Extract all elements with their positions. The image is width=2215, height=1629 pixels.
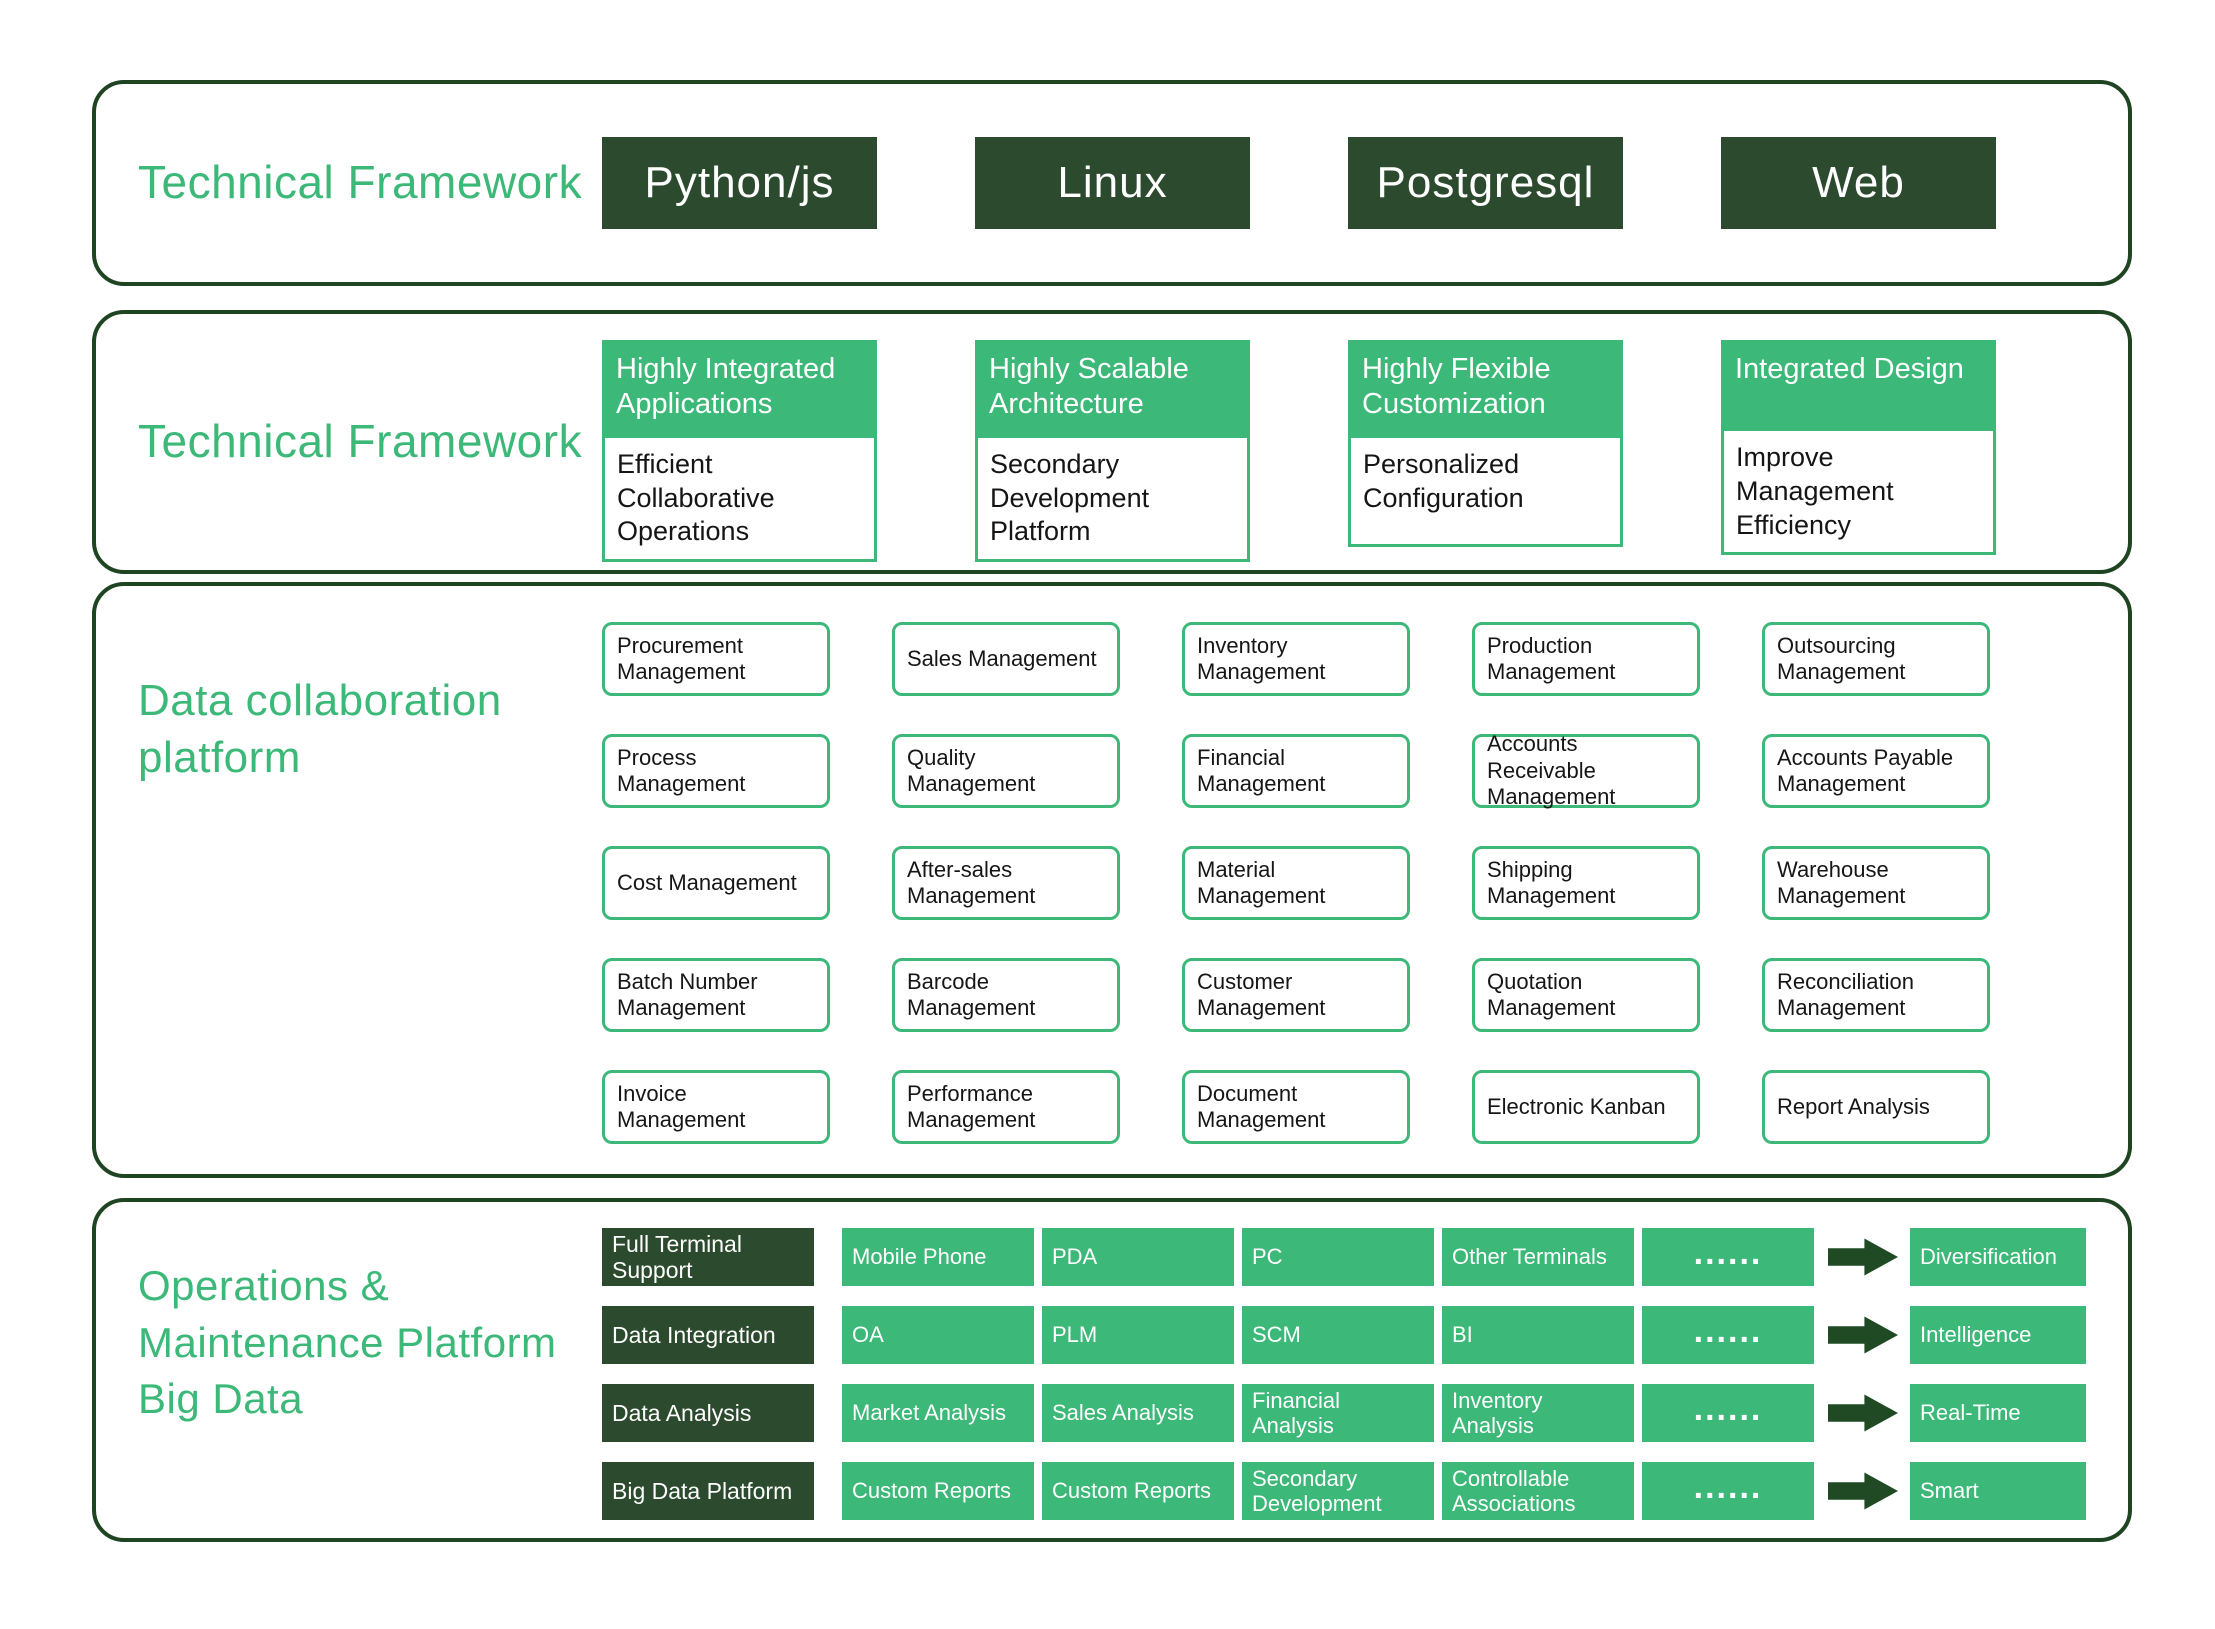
- row-item: PDA: [1042, 1228, 1234, 1286]
- row-result: Real-Time: [1910, 1384, 2086, 1442]
- row-result: Intelligence: [1910, 1306, 2086, 1364]
- big-data-rows: Full Terminal Support Mobile Phone PDA P…: [602, 1228, 2086, 1520]
- module-cell: Shipping Management: [1472, 846, 1700, 920]
- row-item: Controllable Associations: [1442, 1462, 1634, 1520]
- feature-card-body: Secondary Development Platform: [975, 434, 1250, 562]
- module-cell: Warehouse Management: [1762, 846, 1990, 920]
- module-cell: Customer Management: [1182, 958, 1410, 1032]
- row-item: Inventory Analysis: [1442, 1384, 1634, 1442]
- module-cell: Financial Management: [1182, 734, 1410, 808]
- tech-stack-item-web: Web: [1721, 137, 1996, 229]
- module-cell: Inventory Management: [1182, 622, 1410, 696]
- right-arrow-icon: [1828, 1316, 1898, 1354]
- module-cell: Barcode Management: [892, 958, 1120, 1032]
- module-cell: Material Management: [1182, 846, 1410, 920]
- module-cell: Performance Management: [892, 1070, 1120, 1144]
- row-item: BI: [1442, 1306, 1634, 1364]
- feature-card-title: Integrated Design: [1721, 340, 1996, 428]
- right-arrow-icon: [1828, 1394, 1898, 1432]
- module-cell: Electronic Kanban: [1472, 1070, 1700, 1144]
- feature-card-title: Highly Scalable Architecture: [975, 340, 1250, 435]
- data-integration-row: Data Integration OA PLM SCM BI ...... In…: [602, 1306, 2086, 1364]
- module-cell: Process Management: [602, 734, 830, 808]
- feature-cards-row: Highly Integrated Applications Efficient…: [602, 340, 1996, 562]
- module-cell: Sales Management: [892, 622, 1120, 696]
- ellipsis-item: ......: [1642, 1462, 1814, 1520]
- row-category: Data Analysis: [602, 1384, 814, 1442]
- row-item: Other Terminals: [1442, 1228, 1634, 1286]
- row-item: Custom Reports: [842, 1462, 1034, 1520]
- row-item: OA: [842, 1306, 1034, 1364]
- row-item: PLM: [1042, 1306, 1234, 1364]
- row-item: Secondary Development: [1242, 1462, 1434, 1520]
- row-item: Custom Reports: [1042, 1462, 1234, 1520]
- feature-card-flexible-customization: Highly Flexible Customization Personaliz…: [1348, 340, 1623, 562]
- section-label-operations-maintenance: Operations & Maintenance Platform Big Da…: [138, 1262, 557, 1423]
- module-cell: Quotation Management: [1472, 958, 1700, 1032]
- ellipsis-item: ......: [1642, 1306, 1814, 1364]
- module-cell: Procurement Management: [602, 622, 830, 696]
- row-result: Diversification: [1910, 1228, 2086, 1286]
- row-result: Smart: [1910, 1462, 2086, 1520]
- module-grid: Procurement Management Sales Management …: [602, 622, 1990, 1144]
- module-cell: Batch Number Management: [602, 958, 830, 1032]
- row-item: Sales Analysis: [1042, 1384, 1234, 1442]
- module-cell: Document Management: [1182, 1070, 1410, 1144]
- row-item: Financial Analysis: [1242, 1384, 1434, 1442]
- row-item: PC: [1242, 1228, 1434, 1286]
- big-data-platform-row: Big Data Platform Custom Reports Custom …: [602, 1462, 2086, 1520]
- data-analysis-row: Data Analysis Market Analysis Sales Anal…: [602, 1384, 2086, 1442]
- feature-card-body: Efficient Collaborative Operations: [602, 434, 877, 562]
- section-label-technical-framework: Technical Framework: [138, 156, 583, 209]
- module-cell: Accounts Payable Management: [1762, 734, 1990, 808]
- feature-card-body: Personalized Configuration: [1348, 434, 1623, 547]
- row-category: Big Data Platform: [602, 1462, 814, 1520]
- technical-stack-section: Technical Framework Python/js Linux Post…: [92, 80, 2132, 286]
- tech-stack-item-postgresql: Postgresql: [1348, 137, 1623, 229]
- ellipsis-item: ......: [1642, 1228, 1814, 1286]
- module-cell: Outsourcing Management: [1762, 622, 1990, 696]
- row-category: Data Integration: [602, 1306, 814, 1364]
- feature-card-scalable-architecture: Highly Scalable Architecture Secondary D…: [975, 340, 1250, 562]
- row-category: Full Terminal Support: [602, 1228, 814, 1286]
- module-cell: After-sales Management: [892, 846, 1120, 920]
- feature-card-integrated-applications: Highly Integrated Applications Efficient…: [602, 340, 877, 562]
- feature-card-title: Highly Integrated Applications: [602, 340, 877, 435]
- module-cell: Invoice Management: [602, 1070, 830, 1144]
- module-cell: Quality Management: [892, 734, 1120, 808]
- tech-stack-item-linux: Linux: [975, 137, 1250, 229]
- module-cell: Accounts Receivable Management: [1472, 731, 1700, 809]
- module-cell: Reconciliation Management: [1762, 958, 1990, 1032]
- module-cell: Production Management: [1472, 622, 1700, 696]
- right-arrow-icon: [1828, 1472, 1898, 1510]
- framework-features-section: Technical Framework Highly Integrated Ap…: [92, 310, 2132, 574]
- ellipsis-item: ......: [1642, 1384, 1814, 1442]
- row-item: SCM: [1242, 1306, 1434, 1364]
- tech-stack-item-python: Python/js: [602, 137, 877, 229]
- row-item: Market Analysis: [842, 1384, 1034, 1442]
- feature-card-integrated-design: Integrated Design Improve Management Eff…: [1721, 340, 1996, 562]
- section-label-data-collaboration: Data collaboration platform: [138, 676, 502, 783]
- feature-card-title: Highly Flexible Customization: [1348, 340, 1623, 435]
- section-label-technical-framework-2: Technical Framework: [138, 415, 583, 468]
- data-collaboration-section: Data collaboration platform Procurement …: [92, 582, 2132, 1178]
- big-data-platform-section: Operations & Maintenance Platform Big Da…: [92, 1198, 2132, 1542]
- terminal-support-row: Full Terminal Support Mobile Phone PDA P…: [602, 1228, 2086, 1286]
- feature-card-body: Improve Management Efficiency: [1721, 428, 1996, 556]
- row-item: Mobile Phone: [842, 1228, 1034, 1286]
- module-cell: Report Analysis: [1762, 1070, 1990, 1144]
- right-arrow-icon: [1828, 1238, 1898, 1276]
- module-cell: Cost Management: [602, 846, 830, 920]
- tech-stack-row: Python/js Linux Postgresql Web: [602, 137, 1996, 229]
